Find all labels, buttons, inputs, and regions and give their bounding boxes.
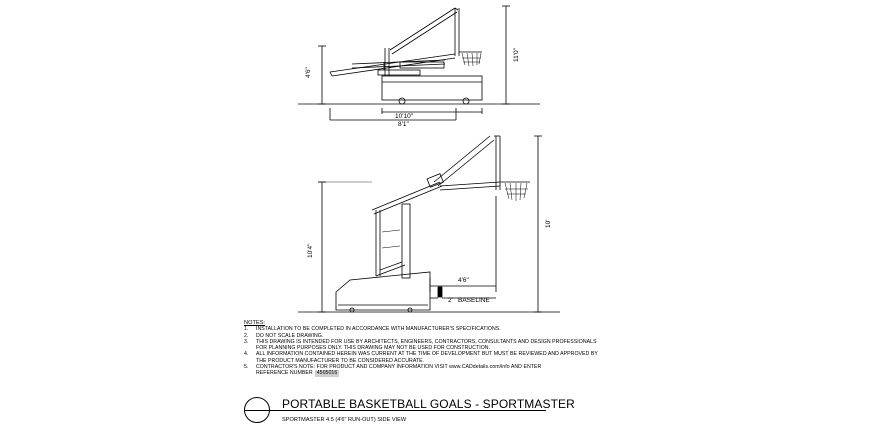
wheel-icon [349,307,355,313]
drawing-title: PORTABLE BASKETBALL GOALS - SPORTMASTER [282,397,575,411]
note-item: 5. CONTRACTOR'S NOTE: FOR PRODUCT AND CO… [244,364,624,370]
dim-pole-height-side: 10'4" [307,243,314,258]
wheel-icon [462,97,470,105]
side-view-drawing [298,135,560,313]
note-number: 5. [244,364,249,371]
notes-block: NOTES: 1. INSTALLATION TO BE COMPLETED I… [244,320,624,377]
top-view-drawing [298,5,540,121]
note-text: THIS DRAWING IS INTENDED FOR USE BY ARCH… [256,338,597,345]
dim-total-height-top: 11'0" [513,47,520,62]
note-text-continued: THE PRODUCT MANUFACTURER TO BE CONSIDERE… [256,357,425,364]
note-text: ALL INFORMATION CONTAINED HEREIN WAS CUR… [256,351,598,358]
base-housing [335,271,431,311]
dim-rim-height-side: 10' [545,220,552,228]
note-text: INSTALLATION TO BE COMPLETED IN ACCORDAN… [256,326,501,333]
reference-number: 4505016 [314,370,340,377]
note-item: 2. DO NOT SCALE DRAWING. [244,333,624,339]
note-number: 4. [244,351,249,358]
note-number: 1. [244,326,249,333]
net-icon [461,52,482,67]
note-item: 1. INSTALLATION TO BE COMPLETED IN ACCOR… [244,326,624,332]
wheel-icon [407,307,413,313]
dim-overall-width: 8'1" [398,121,409,128]
note-text: DO NOT SCALE DRAWING. [256,332,324,339]
note-text: CONTRACTOR'S NOTE: FOR PRODUCT AND COMPA… [256,364,542,371]
drawing-subtitle: SPORTMASTER 4.5 (4'6" RUN-OUT) SIDE VIEW [282,417,407,423]
net-icon [504,182,528,201]
note-item: 3. THIS DRAWING IS INTENDED FOR USE BY A… [244,339,624,345]
notes-header: NOTES: [244,320,266,326]
note-number: 3. [244,338,249,345]
base-housing [381,75,483,101]
note-text-continued: FOR PLANNING PURPOSES ONLY. THIS DRAWING… [256,345,491,352]
dim-rim-height-top: 4'6" [305,67,312,78]
note-item: 4. ALL INFORMATION CONTAINED HEREIN WAS … [244,351,624,357]
note-number: 2. [244,332,249,339]
wheel-icon [398,97,406,105]
dim-baseline-offset: 2' [448,297,453,304]
dim-base-length: 10'10" [395,113,414,120]
title-underline [244,410,546,411]
baseline-label: BASELINE [458,297,490,304]
reference-label: REFERENCE NUMBER [256,370,313,377]
dim-extension: 4'6" [458,277,469,284]
